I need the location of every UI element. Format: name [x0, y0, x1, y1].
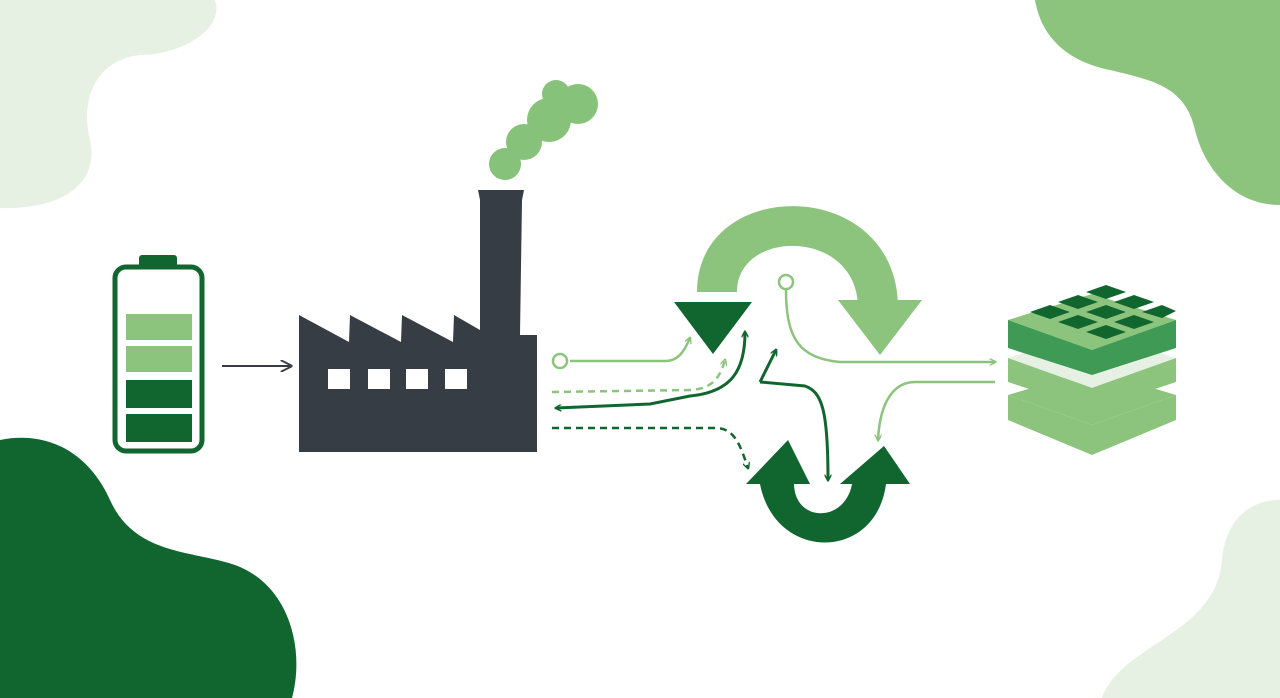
recycle-loop-arrow-icon [746, 440, 910, 543]
factory-icon [299, 190, 537, 452]
corner-blob-top-right [1035, 0, 1280, 205]
material-grid-tiles [1030, 285, 1176, 339]
battery-charge-segment [126, 346, 192, 372]
factory-window [328, 369, 350, 389]
layered-material-block-icon [1008, 285, 1176, 455]
factory-window [406, 369, 428, 389]
recycle-loop-arrow-icon [697, 206, 922, 355]
connector-lines [551, 332, 748, 468]
arrowhead-down-icon [674, 302, 752, 354]
battery-icon [112, 255, 205, 454]
connector-lines [758, 273, 995, 480]
connector-node-circle [551, 352, 569, 370]
battery-charge-segment [126, 314, 192, 340]
connector-node-circle [777, 273, 795, 291]
corner-blob-bottom-left [0, 437, 297, 698]
battery-charge-segment [126, 414, 192, 442]
factory-window [368, 369, 390, 389]
corner-blob-top-left [0, 0, 217, 209]
factory-window [445, 369, 467, 389]
corner-blob-bottom-right [1102, 500, 1280, 698]
smoke-cloud-icon [489, 80, 598, 180]
battery-charge-segment [126, 380, 192, 408]
